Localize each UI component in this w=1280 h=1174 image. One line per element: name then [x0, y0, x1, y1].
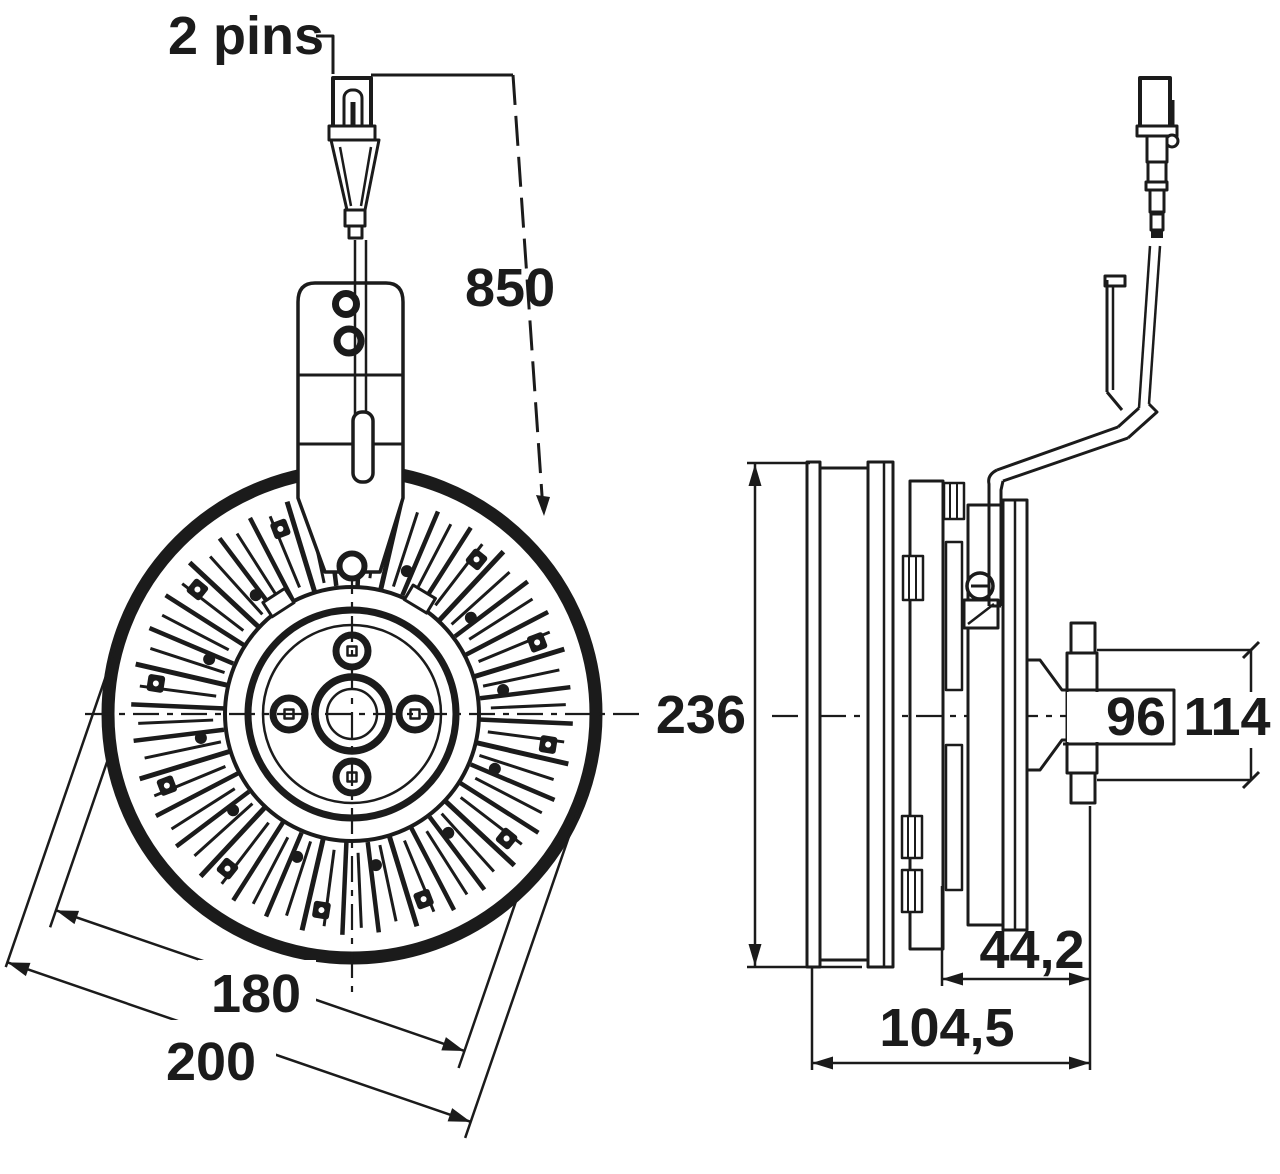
bracket-hole-bottom: [333, 325, 365, 357]
dim-96-group: 96: [1063, 687, 1176, 747]
dim-114-group: 114: [1097, 640, 1271, 790]
connector-front: [327, 76, 381, 240]
side-body: [805, 460, 1029, 969]
dim-200-label: 200: [166, 1032, 256, 1092]
bracket-bolt: [336, 550, 368, 582]
cable-clip: [1103, 274, 1127, 411]
cable-terminal-pin: [351, 410, 375, 484]
front-view: 2 pins 850 180 200: [4, 6, 642, 1139]
side-view: 236 96 114 44,2: [656, 76, 1271, 1070]
dim-96-label: 96: [1106, 687, 1166, 747]
side-bolts: [900, 481, 966, 914]
thermo-sensor: [962, 571, 1000, 630]
dim-850-label: 850: [465, 258, 555, 318]
dim-114-label: 114: [1183, 687, 1270, 747]
bracket-hole-top: [332, 290, 360, 318]
dim-44-2-label: 44,2: [979, 920, 1084, 980]
cable-front: [351, 240, 375, 484]
connector-side: [1135, 76, 1180, 238]
hub-bolt-holes: [269, 631, 435, 797]
dim-850-group: 850: [371, 73, 555, 516]
dim-180-label: 180: [211, 964, 301, 1024]
wiring-side: [987, 245, 1162, 608]
mounting-bracket: [296, 281, 405, 582]
hub-bore: [311, 673, 393, 755]
dim-104-5-group: 104,5: [810, 967, 1090, 1070]
dim-236-group: 236: [656, 461, 862, 969]
dim-104-5-label: 104,5: [879, 998, 1014, 1058]
hub-ring-pads: [261, 583, 437, 619]
pins-callout: 2 pins: [168, 6, 335, 74]
dim-44-2-group: 44,2: [940, 806, 1092, 1070]
pins-label: 2 pins: [168, 6, 324, 66]
dim-236-label: 236: [656, 685, 746, 745]
